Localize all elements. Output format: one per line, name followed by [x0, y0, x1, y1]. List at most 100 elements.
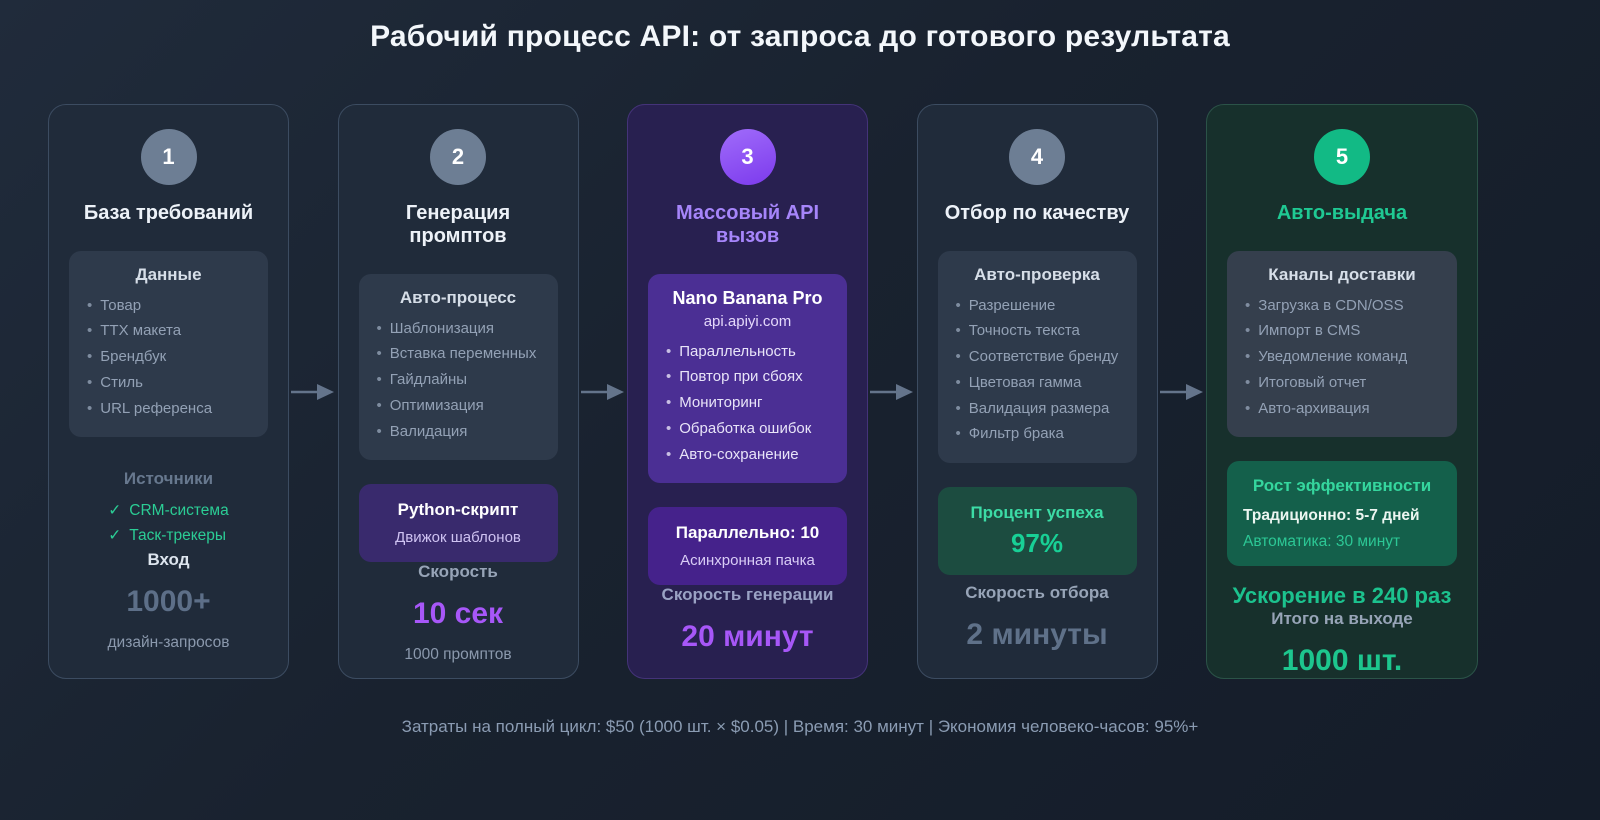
bullet-icon: • — [1245, 322, 1251, 340]
data-box: Данные •Товар•ТТХ макета•Брендбук•Стиль•… — [69, 251, 268, 437]
list-item: •Авто-архивация — [1240, 396, 1444, 422]
list-item-label: Соответствие бренду — [968, 348, 1119, 365]
check-list: • Разрешение • Точность текста • Соответствие… — [951, 293, 1124, 448]
list-item-label: Стиль — [100, 373, 143, 391]
bullet-icon: • — [666, 394, 672, 411]
metric-value: 2 минуты — [966, 618, 1108, 651]
list-item-label: Итоговый отчет — [1258, 373, 1367, 391]
metric-label: Скорость отбора — [965, 583, 1109, 602]
list-item: • Шаблонизация — [372, 316, 545, 342]
automated-time: Автоматика: 30 минут — [1243, 532, 1401, 550]
list-item: •Повтор при сбоях — [661, 365, 834, 391]
efficiency-box: Рост эффективности Традиционно: 5-7 дней… — [1227, 460, 1457, 566]
list-item: •URL референса — [82, 396, 255, 422]
list-item: • Точность текста — [951, 319, 1124, 345]
bullet-icon: • — [1245, 296, 1251, 314]
step-card-prompt-generation: 2 Генерация промптов Авто-процесс •Шабло… — [337, 104, 579, 679]
list-item-label: ТТХ макета — [100, 322, 182, 340]
highlight-title: Python-скрипт — [397, 499, 519, 519]
list-item-label: Точность текста — [968, 322, 1080, 340]
list-item-label: Разрешение — [968, 296, 1056, 314]
bullet-icon: • — [87, 348, 93, 365]
sources-block: Источники ✓CRM-система✓Таск-трекеры — [108, 469, 228, 548]
process-list: •Шаблонизация•Вставка переменных•Гайдлай… — [372, 316, 545, 445]
metric-sub: 1000 промптов — [404, 645, 512, 663]
metric-block: Скорость 10 сек 1000 промптов — [404, 562, 511, 664]
bullet-icon: • — [376, 371, 382, 388]
metric-block: Скорость генерации 20 минут — [662, 585, 834, 654]
highlight-title: Параллельно: 10 — [675, 522, 820, 542]
list-item-label: Обработка ошибок — [679, 419, 812, 437]
list-item-label: Загрузка в CDN/OSS — [1258, 296, 1404, 314]
bullet-icon: • — [87, 373, 93, 391]
bullet-icon: • — [955, 296, 961, 314]
delivery-list: • Загрузка в CDN/OSS • Импорт в CMS • Уведомл… — [1240, 293, 1444, 422]
step-number-badge: 2 — [430, 129, 486, 185]
step-card-quality-selection: 4 Отбор по качеству Авто-проверка •Разре… — [916, 104, 1158, 679]
bullet-icon: • — [955, 348, 961, 365]
success-rate-value: 97% — [1010, 527, 1064, 558]
list-item-label: Параллельность — [679, 342, 796, 360]
metric-block: Итого на выходе 1000 шт. — [1271, 609, 1413, 678]
bullet-icon: • — [1245, 399, 1251, 417]
bullet-icon: • — [666, 368, 672, 386]
metric-sub: дизайн-запросов — [107, 634, 230, 651]
metric-value: 1000 шт. — [1281, 643, 1403, 677]
highlight-title: Процент успеха — [970, 502, 1104, 522]
page-title: Рабочий процесс API: от запроса до готов… — [370, 20, 1230, 53]
arrow-right-icon — [289, 380, 338, 404]
list-item: • Загрузка в CDN/OSS — [1240, 293, 1444, 319]
metric-label: Скорость генерации — [661, 584, 834, 604]
traditional-time: Традиционно: 5-7 дней — [1243, 506, 1420, 524]
list-item: ✓CRM-система — [108, 499, 228, 523]
list-item: • Итоговый отчет — [1240, 370, 1444, 396]
bullet-icon: • — [955, 373, 961, 391]
list-item: •Фильтр брака — [951, 422, 1124, 448]
metric-block: Вход 1000+ дизайн-запросов — [108, 550, 230, 652]
bullet-icon: • — [376, 422, 382, 440]
list-item-label: Авто-сохранение — [679, 445, 799, 463]
delivery-box: Каналы доставки •Загрузка в CDN/OSS•Импо… — [1227, 251, 1457, 437]
list-item: • Импорт в CMS — [1240, 319, 1444, 345]
bullet-icon: • — [87, 322, 93, 340]
step-number: 4 — [1030, 144, 1044, 169]
bullet-icon: • — [955, 322, 961, 340]
bullet-icon: • — [955, 425, 961, 443]
list-item-label: Мониторинг — [679, 394, 763, 411]
box-title: Авто-процесс — [399, 288, 517, 307]
step-title: База требований — [83, 202, 254, 224]
check-box: Авто-проверка •Разрешение•Точность текст… — [937, 251, 1137, 463]
bullet-icon: • — [1245, 348, 1251, 365]
step-number-badge: 5 — [1314, 129, 1370, 185]
list-item-label: Уведомление команд — [1258, 348, 1408, 365]
cost-summary: Затраты на полный цикл: $50 (1000 шт. × … — [401, 717, 1199, 736]
step-number-badge: 3 — [719, 129, 776, 185]
list-item: • Разрешение — [951, 293, 1124, 319]
list-item-label: Валидация — [389, 422, 468, 440]
python-script-box: Python-скрипт Движок шаблонов — [358, 483, 558, 562]
list-item-label: Валидация размера — [968, 399, 1110, 417]
bullet-icon: • — [1245, 373, 1251, 391]
metric-value: 10 сек — [412, 596, 504, 630]
step-number-badge: 4 — [1009, 129, 1065, 185]
highlight-title: Рост эффективности — [1252, 475, 1432, 495]
list-item-label: Вставка переменных — [389, 345, 537, 363]
list-item-label: Оптимизация — [389, 396, 484, 414]
bullet-icon: • — [666, 445, 672, 463]
list-item: ✓Таск-трекеры — [108, 523, 228, 547]
bullet-icon: • — [376, 319, 382, 337]
list-item-label: Импорт в CMS — [1258, 322, 1361, 340]
step-card-mass-api-call: 3 Массовый API вызов Nano Banana Pro api… — [627, 104, 868, 679]
step-number: 2 — [451, 144, 465, 169]
metric-value: 1000+ — [126, 585, 211, 618]
bullet-icon: • — [376, 396, 382, 414]
metric-label: Итого на выходе — [1271, 608, 1413, 628]
box-title: Данные — [135, 265, 202, 284]
list-item: •Цветовая гамма — [951, 370, 1124, 396]
bullet-icon: • — [666, 342, 672, 360]
metric-value: 20 минут — [681, 619, 814, 653]
list-item-label: Шаблонизация — [389, 319, 495, 337]
list-item: • Авто-сохранение — [661, 442, 834, 468]
api-feature-list: •Параллельность•Повтор при сбоях•Монитор… — [661, 339, 834, 468]
workflow-row: 1 База требований Данные •Товар•ТТХ маке… — [48, 104, 1478, 679]
